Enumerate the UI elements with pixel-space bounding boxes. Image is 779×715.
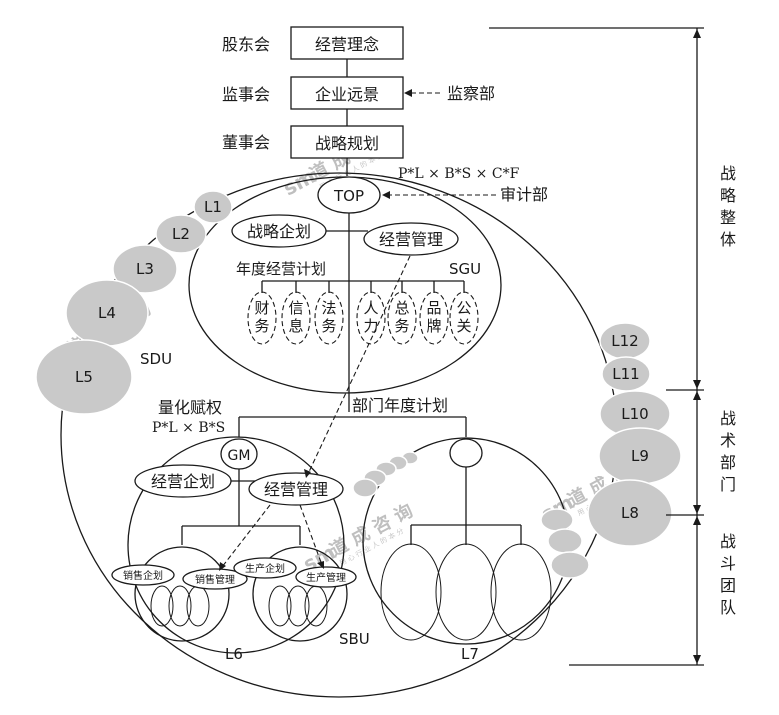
sdu-circle-label: L2 [172,225,190,243]
function-label: 总务 [394,299,409,335]
right-chain-label: L11 [612,365,639,383]
production-management-ellipse [295,566,357,588]
sales-planning-ellipse [111,564,175,586]
right-bracket [489,27,704,666]
lower-formula: P*L × B*S [152,420,225,436]
lower-business-management-label: 经营管理 [264,480,328,499]
right-chain-label: L12 [611,332,638,350]
dept-annual-plan-label: 部门年度计划 [352,396,448,415]
l7-head-ellipse [449,438,483,468]
function-label: 品牌 [426,299,441,335]
lower-business-management-ellipse [248,472,344,506]
philosophy-label: 经营理念 [315,35,379,54]
sdu-circle [155,214,207,254]
function-ellipse [314,291,344,345]
production-unit-circle [252,546,348,642]
right-chain-circle [587,479,673,547]
strategy-planning-ellipse [231,214,327,248]
sdu-circle [35,339,133,415]
sales-management-label: 销售管理 [195,573,235,586]
function-ellipse [419,291,449,345]
sales-planning-label: 销售企划 [123,569,163,582]
function-ellipse [387,291,417,345]
function-label: 信息 [288,299,303,335]
board-label: 董事会 [222,133,270,152]
audit-dept-label: 审计部 [500,185,548,204]
sdu-circle [193,190,233,224]
right-chain-label: L10 [621,405,648,423]
strategy-planning-label: 战略企划 [247,222,311,241]
strategy-whole-label: 战略整体 [720,164,736,249]
tactical-dept-label: 战术部门 [720,409,736,494]
right-chain-label: L8 [621,504,639,522]
right-chain-label: L9 [631,447,649,465]
combat-team-label: 战斗团队 [720,532,736,617]
business-planning-ellipse [134,464,232,498]
function-label: 财务 [254,299,269,335]
sales-management-ellipse [182,568,248,590]
sbu-label: SBU [339,630,370,648]
l6-label: L6 [225,645,243,663]
function-label: 公关 [456,299,471,335]
business-planning-label: 经营企划 [151,472,215,491]
arrow-head [382,191,390,199]
sdu-circle-label: L5 [75,368,93,386]
sdu-circle-label: L4 [98,304,116,322]
supervision-dept-label: 监察部 [447,84,495,103]
top-formula: P*L × B*S × C*F [398,166,520,182]
gm-label: GM [228,448,251,464]
production-planning-label: 生产企划 [245,562,285,575]
function-label: 人力 [363,299,378,335]
sdu-circle [112,244,178,294]
sales-team-ovals [150,585,210,627]
top-label: TOP [333,187,364,205]
sales-unit-circle [134,546,230,642]
function-ellipse [281,291,311,345]
production-team-ovals [268,585,328,627]
function-ellipse [247,291,277,345]
arrow-head [404,89,412,97]
shareholders-label: 股东会 [222,35,270,54]
sdu-circle-label: L3 [136,260,154,278]
production-management-label: 生产管理 [306,571,346,584]
philosophy-box [290,26,404,60]
annual-plan-label: 年度经营计划 [236,260,326,278]
function-label: 法务 [321,299,336,335]
function-branches [261,281,465,293]
business-management-ellipse [363,222,459,256]
l7-team-ovals [380,543,552,641]
function-ellipse [356,291,386,345]
sgu-label: SGU [449,260,481,278]
supervisors-label: 监事会 [222,85,270,104]
delegation-dashed-arrows [219,255,411,571]
vision-label: 企业远景 [315,85,379,104]
quantified-rights-label: 量化赋权 [158,398,222,417]
production-planning-ellipse [233,557,297,579]
business-management-label: 经营管理 [379,230,443,249]
sdu-label: SDU [140,350,172,368]
strategy-label: 战略规划 [315,134,379,153]
function-ellipse [449,291,479,345]
l7-label: L7 [461,645,479,663]
sdu-circle-label: L1 [204,198,222,216]
small-grey-circle-chain [352,451,590,579]
l6-unit-circle [127,436,345,654]
